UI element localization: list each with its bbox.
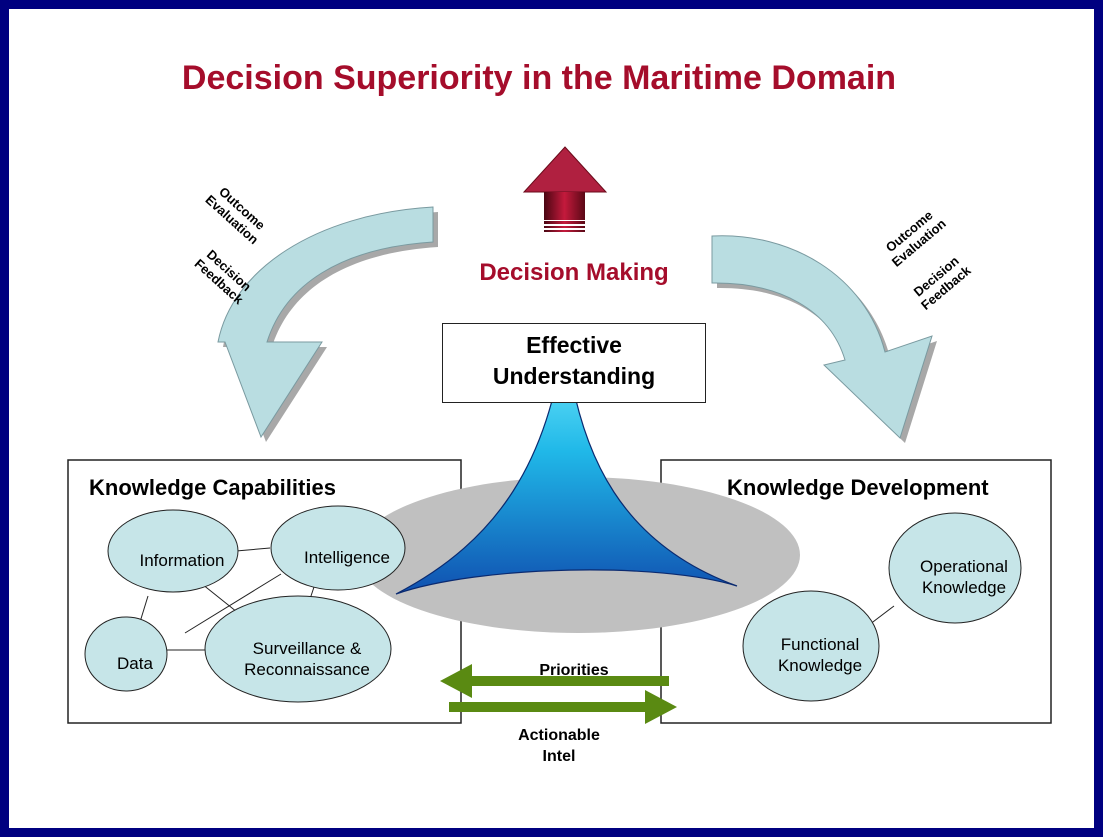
understanding-peak xyxy=(395,334,738,595)
node-intelligence-shape xyxy=(270,505,406,591)
priorities-arrow xyxy=(440,664,669,698)
actionable-intel-arrow xyxy=(449,690,677,724)
priorities-label: Priorities xyxy=(539,662,609,679)
node-operational: Operational Knowledge xyxy=(920,557,1008,597)
node-data: Data xyxy=(117,653,153,673)
left-curved-arrow xyxy=(217,206,434,439)
right-curved-arrow xyxy=(711,235,933,439)
node-functional: Functional Knowledge xyxy=(777,635,863,675)
knowledge-capabilities-title: Knowledge Capabilities xyxy=(89,475,336,500)
effective-understanding-box: Effective Understanding xyxy=(442,323,706,403)
node-data-shape xyxy=(84,616,168,692)
up-arrow xyxy=(522,146,608,232)
decision-making-label: Decision Making xyxy=(479,259,669,286)
node-information: Information xyxy=(139,550,225,570)
knowledge-development-title: Knowledge Development xyxy=(727,475,989,500)
node-functional-shape xyxy=(742,590,880,702)
node-operational-shape xyxy=(888,512,1022,624)
node-information-shape xyxy=(107,509,239,593)
actionable-intel-label: Actionable Intel xyxy=(518,727,600,765)
diagram-graphics xyxy=(67,146,1052,724)
node-intelligence: Intelligence xyxy=(303,547,390,567)
node-surveillance-shape xyxy=(204,595,392,703)
node-surveillance: Surveillance & Reconnaissance xyxy=(244,639,370,679)
page-title: Decision Superiority in the Maritime Dom… xyxy=(181,59,897,97)
